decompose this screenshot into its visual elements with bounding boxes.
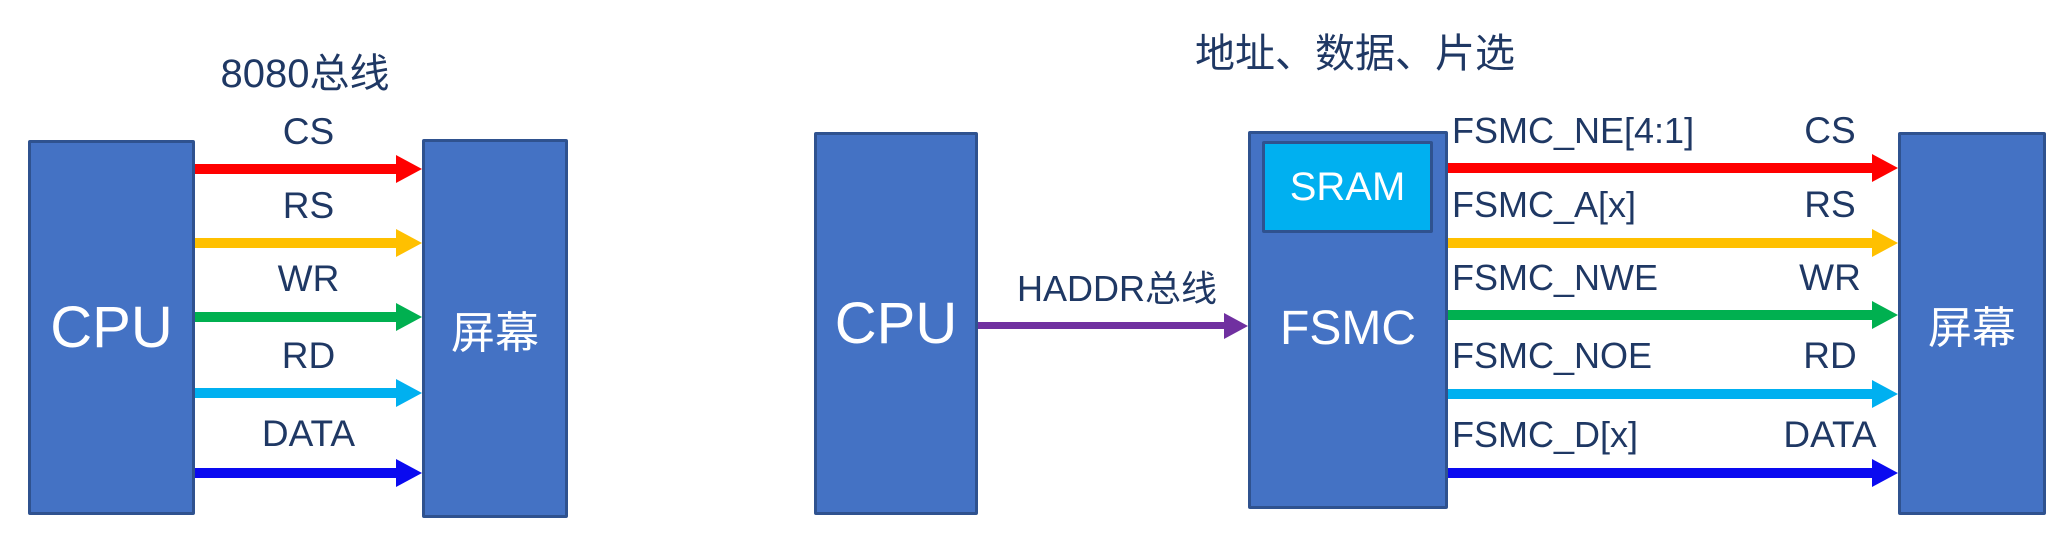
right-screen-box: 屏幕	[1898, 132, 2046, 515]
sram-label: SRAM	[1289, 164, 1406, 209]
arrow-head-icon	[396, 459, 422, 487]
right-cpu-label: CPU	[834, 291, 958, 356]
haddr-bus-label: HADDR总线	[1016, 268, 1218, 309]
fsmc-pin-d: FSMC_D[x]	[1452, 414, 1639, 455]
fsmc-pin-nwe: FSMC_NWE	[1452, 257, 1658, 298]
left-screen-label: 屏幕	[451, 308, 539, 358]
arrow-head-icon	[396, 229, 422, 257]
right-cpu-box: CPU	[814, 132, 978, 515]
left-screen-box: 屏幕	[422, 139, 568, 518]
right-signal-label-rs: RS	[1804, 184, 1856, 225]
arrow-head-icon	[1224, 312, 1248, 339]
right-diagram-title: 地址、数据、片选	[1195, 32, 1515, 76]
left-signal-label-cs: CS	[282, 111, 335, 152]
fsmc-label: FSMC	[1280, 302, 1416, 355]
right-arrow-rd	[1448, 380, 1898, 408]
left-arrow-cs	[195, 155, 422, 183]
arrow-head-icon	[1872, 229, 1898, 257]
left-signal-label-wr: WR	[277, 258, 340, 299]
fsmc-pin-noe: FSMC_NOE	[1452, 335, 1653, 376]
arrow-head-icon	[1872, 380, 1898, 408]
left-signal-label-rs: RS	[282, 185, 335, 226]
right-arrow-data	[1448, 459, 1898, 487]
sram-box: SRAM	[1262, 141, 1433, 233]
arrow-head-icon	[396, 379, 422, 407]
left-signal-label-data: DATA	[261, 413, 356, 454]
left-arrow-data	[195, 459, 422, 487]
left-arrow-wr	[195, 303, 422, 331]
arrow-head-icon	[1872, 301, 1898, 329]
arrow-head-icon	[396, 303, 422, 331]
left-signal-label-rd: RD	[281, 335, 336, 376]
arrow-head-icon	[1872, 459, 1898, 487]
right-signal-label-rd: RD	[1803, 335, 1857, 376]
right-arrow-rs	[1448, 229, 1898, 257]
left-arrow-rd	[195, 379, 422, 407]
left-arrow-rs	[195, 229, 422, 257]
arrow-head-icon	[396, 155, 422, 183]
right-arrow-wr	[1448, 301, 1898, 329]
arrow-head-icon	[1872, 154, 1898, 182]
left-cpu-box: CPU	[28, 140, 195, 515]
left-cpu-label: CPU	[50, 295, 173, 360]
right-signal-label-data: DATA	[1783, 414, 1877, 455]
fsmc-pin-ne: FSMC_NE[4:1]	[1452, 110, 1695, 151]
right-signal-label-cs: CS	[1804, 110, 1856, 151]
left-diagram-title: 8080总线	[220, 52, 390, 96]
right-arrow-cs	[1448, 154, 1898, 182]
fsmc-pin-a: FSMC_A[x]	[1452, 184, 1637, 225]
haddr-bus-arrow	[978, 312, 1248, 339]
right-signal-label-wr: WR	[1799, 257, 1861, 298]
right-screen-label: 屏幕	[1928, 303, 2016, 353]
